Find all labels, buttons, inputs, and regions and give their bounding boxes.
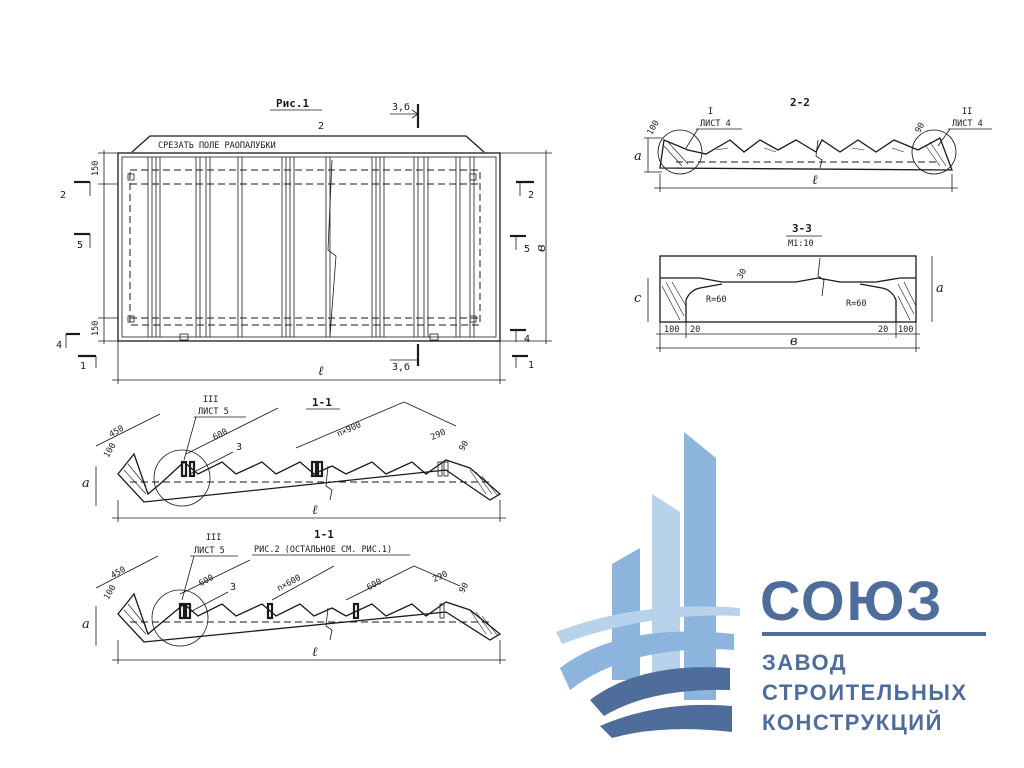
plan-outline — [117, 152, 501, 342]
company-logo: СОЮЗ ЗАВОД СТРОИТЕЛЬНЫХ КОНСТРУКЦИЙ — [556, 432, 986, 738]
sec11b-d450: 450 — [109, 565, 127, 581]
sec11a-a: a — [82, 476, 90, 491]
fig1-top-label: 2 — [318, 121, 324, 132]
logo-tower-mid — [652, 494, 680, 690]
logo-swoosh-1 — [556, 606, 740, 644]
cut1-right: 1 — [528, 360, 534, 371]
sec11b-pos3: 3 — [230, 582, 236, 593]
sec33-d30: 30 — [735, 267, 749, 281]
section-1-1-a: 1-1 III ЛИСТ 5 3 450 100 600 n×900 290 9… — [82, 395, 506, 522]
sec11a-l: ℓ — [312, 503, 318, 518]
sec11a-d450: 450 — [108, 424, 126, 440]
logo-divider — [762, 632, 986, 636]
sec11b-d600a: 600 — [197, 573, 215, 589]
cut1-left: 1 — [80, 361, 86, 372]
sec11a-d290: 290 — [429, 427, 447, 442]
sec33-b: в — [790, 334, 798, 349]
sec22-left-roman: I — [708, 107, 713, 117]
dim-150-bot: 150 — [91, 321, 101, 336]
sec33-scale: М1:10 — [788, 239, 814, 249]
sec33-d20-right: 20 — [878, 325, 888, 335]
cut2-right: 2 — [528, 190, 534, 201]
sec22-right-roman: II — [962, 107, 972, 117]
sec22-left-sheet: ЛИСТ 4 — [700, 119, 731, 129]
sec11a-roman: III — [203, 395, 218, 405]
cut4-left: 4 — [56, 340, 62, 351]
dim-150-top: 150 — [91, 161, 101, 176]
section-1-1-b: 1-1 РИС.2 (ОСТАЛЬНОЕ СМ. РИС.1) III ЛИСТ… — [82, 528, 506, 664]
sec11a-d90: 90 — [457, 439, 471, 453]
sec11a-dn900: n×900 — [335, 420, 362, 440]
cut5-right: 5 — [524, 244, 530, 255]
fig1-marker-bot: 3,б — [392, 361, 410, 373]
logo-swoosh-4 — [600, 704, 732, 738]
sec11a-pos3: 3 — [236, 442, 242, 453]
sec11b-d90: 90 — [457, 581, 471, 595]
sec11b-title: 1-1 — [314, 528, 334, 541]
dim-b: в — [534, 244, 549, 252]
sec11b-l: ℓ — [312, 645, 318, 660]
sec11b-roman: III — [206, 533, 221, 543]
logo-line3: КОНСТРУКЦИЙ — [762, 710, 943, 735]
sec11b-d100: 100 — [102, 583, 118, 601]
section-3-3: 3-3 М1:10 30 R=60 R=60 c a 100 20 20 100… — [634, 222, 944, 352]
cut2-left: 2 — [60, 190, 66, 201]
sec11b-sheet: ЛИСТ 5 — [194, 546, 225, 556]
sec11a-d600: 600 — [211, 427, 229, 443]
fig1-marker-top: 3,б — [392, 101, 410, 113]
sec33-d20-left: 20 — [690, 325, 700, 335]
sec33-d100-right: 100 — [898, 325, 913, 335]
sec33-a: a — [936, 281, 944, 296]
sec11a-sheet: ЛИСТ 5 — [198, 407, 229, 417]
fig1-title: Рис.1 — [276, 97, 309, 110]
logo-swoosh-3 — [590, 667, 730, 716]
cut-note: СРЕЗАТЬ ПОЛЕ РАОПАЛУБКИ — [158, 141, 276, 151]
sec33-title: 3-3 — [792, 222, 812, 235]
logo-brand: СОЮЗ — [760, 569, 943, 632]
sec33-d100-left: 100 — [664, 325, 679, 335]
sec22-title: 2-2 — [790, 96, 810, 109]
logo-tower-tall — [684, 432, 716, 700]
fig1-dim-l: ℓ — [318, 364, 324, 379]
sec33-r-right: R=60 — [846, 299, 866, 309]
sec11b-d600b: 600 — [365, 577, 383, 593]
section-2-2: 2-2 I ЛИСТ 4 II ЛИСТ 4 100 90 a ℓ — [634, 96, 992, 192]
sec22-d90: 90 — [913, 121, 927, 135]
cut5-left: 5 — [77, 240, 83, 251]
sec33-c: c — [634, 291, 642, 306]
fig1-plan: Рис.1 2 3,б СРЕЗАТЬ ПОЛЕ РАОПАЛУБКИ — [56, 97, 552, 384]
sec11a-title: 1-1 — [312, 396, 332, 409]
logo-line2: СТРОИТЕЛЬНЫХ — [762, 680, 968, 705]
sec22-d100: 100 — [645, 119, 661, 137]
sec22-right-sheet: ЛИСТ 4 — [952, 119, 983, 129]
sec33-r-left: R=60 — [706, 295, 726, 305]
sec22-a: a — [634, 149, 642, 164]
sec11b-note: РИС.2 (ОСТАЛЬНОЕ СМ. РИС.1) — [254, 545, 392, 555]
logo-swoosh-2 — [560, 631, 734, 690]
sec22-l: ℓ — [812, 173, 818, 188]
sec11a-d100: 100 — [102, 441, 118, 459]
sec11b-d290: 290 — [431, 569, 449, 584]
cut4-right: 4 — [524, 334, 530, 345]
sec11b-a: a — [82, 617, 90, 632]
logo-line1: ЗАВОД — [762, 650, 847, 675]
